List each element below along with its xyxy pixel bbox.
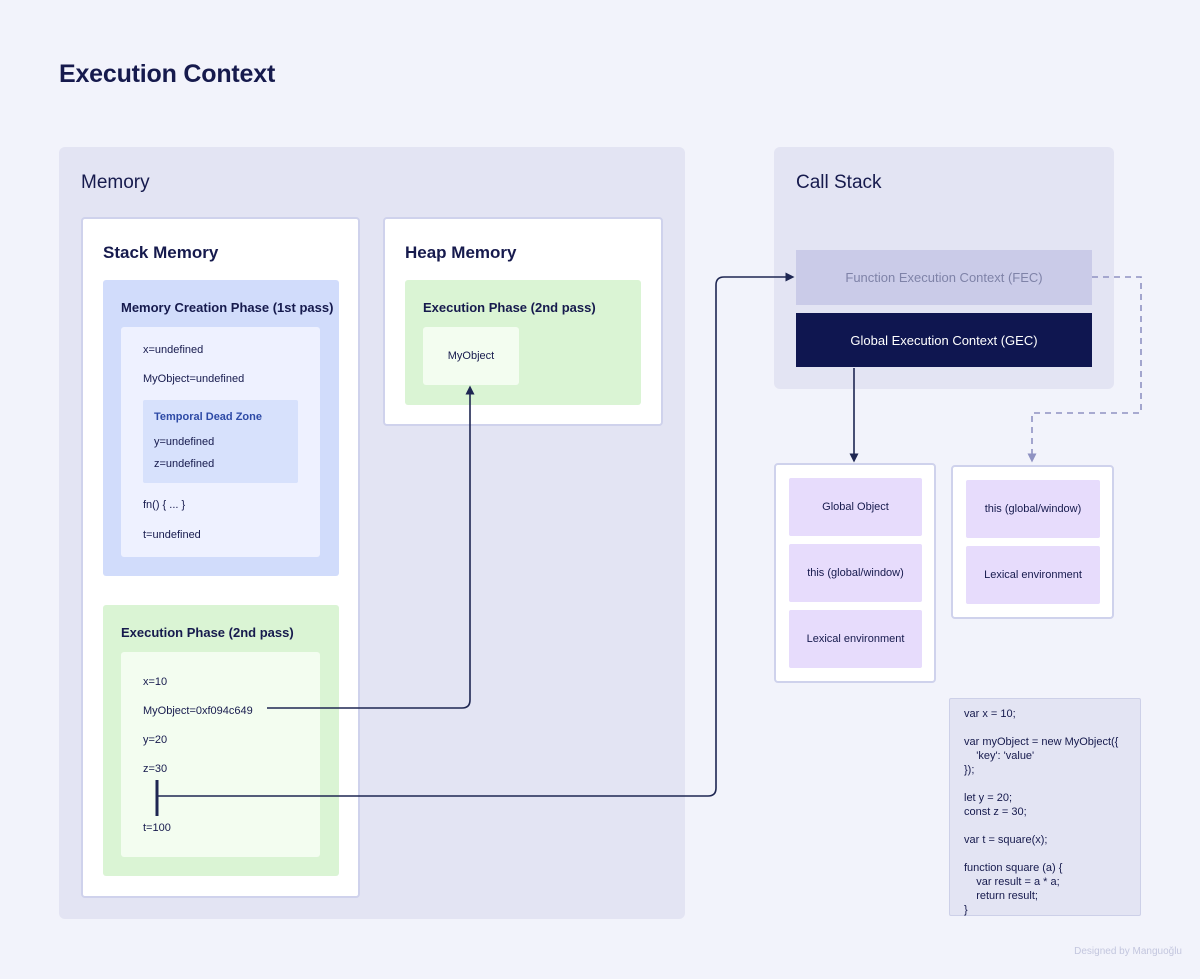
var-myobject-undefined: MyObject=undefined xyxy=(143,373,245,385)
stack-memory-title: Stack Memory xyxy=(103,243,219,262)
tdz-title: Temporal Dead Zone xyxy=(154,411,262,423)
code-line: var result = a * a; xyxy=(964,876,1060,888)
call-stack-title: Call Stack xyxy=(796,172,882,193)
gec-lexical-environment-item: Lexical environment xyxy=(789,610,922,668)
code-line: 'key': 'value' xyxy=(964,750,1035,762)
code-snippet: var x = 10; var myObject = new MyObject(… xyxy=(949,698,1141,916)
stack-memory-card: Stack Memory Memory Creation Phase (1st … xyxy=(81,217,360,898)
designer-credit: Designed by Manguoğlu xyxy=(1074,946,1182,957)
call-stack-panel: Call Stack Function Execution Context (F… xyxy=(774,147,1114,389)
var-myobject-reference: MyObject=0xf094c649 xyxy=(143,705,253,717)
fec-block: Function Execution Context (FEC) xyxy=(796,250,1092,305)
heap-execution-title: Execution Phase (2nd pass) xyxy=(423,300,596,315)
memory-creation-title: Memory Creation Phase (1st pass) xyxy=(121,300,334,315)
code-line: const z = 30; xyxy=(964,806,1027,818)
heap-execution-phase: Execution Phase (2nd pass) MyObject xyxy=(405,280,641,405)
code-line: let y = 20; xyxy=(964,792,1013,804)
temporal-dead-zone: Temporal Dead Zone y=undefined z=undefin… xyxy=(143,400,298,483)
gec-block: Global Execution Context (GEC) xyxy=(796,313,1092,367)
fec-this-item: this (global/window) xyxy=(966,480,1100,538)
fec-lexical-environment-item: Lexical environment xyxy=(966,546,1100,604)
memory-panel: Memory Stack Memory Memory Creation Phas… xyxy=(59,147,685,919)
var-y-undefined: y=undefined xyxy=(154,436,215,448)
memory-creation-list: x=undefined MyObject=undefined Temporal … xyxy=(121,327,320,557)
var-t-value: t=100 xyxy=(143,822,171,834)
global-object-item: Global Object xyxy=(789,478,922,536)
fec-environment-arrow xyxy=(1027,276,1142,463)
stack-execution-list: x=10 MyObject=0xf094c649 y=20 z=30 t=100 xyxy=(121,652,320,857)
var-y-value: y=20 xyxy=(143,734,168,746)
code-line: return result; xyxy=(964,890,1038,902)
function-call-arrow xyxy=(157,272,795,797)
fn-declaration: fn() { ... } xyxy=(143,499,186,511)
fec-environment-card: this (global/window) Lexical environment xyxy=(951,465,1114,619)
page-title: Execution Context xyxy=(59,60,276,88)
code-line: function square (a) { xyxy=(964,862,1063,874)
var-z-undefined: z=undefined xyxy=(154,458,215,470)
code-line: }); xyxy=(964,764,975,776)
var-x-undefined: x=undefined xyxy=(143,344,204,356)
gec-this-item: this (global/window) xyxy=(789,544,922,602)
var-x-value: x=10 xyxy=(143,676,168,688)
stack-execution-phase: Execution Phase (2nd pass) x=10 MyObject… xyxy=(103,605,339,876)
code-line: var t = square(x); xyxy=(964,834,1048,846)
code-line: var myObject = new MyObject({ xyxy=(964,736,1119,748)
gec-environment-card: Global Object this (global/window) Lexic… xyxy=(774,463,936,683)
heap-object-box: MyObject xyxy=(423,327,519,385)
heap-object-label: MyObject xyxy=(447,350,495,362)
var-t-undefined: t=undefined xyxy=(143,529,201,541)
code-line: } xyxy=(964,904,968,916)
stack-execution-title: Execution Phase (2nd pass) xyxy=(121,625,294,640)
var-z-value: z=30 xyxy=(143,763,168,775)
heap-memory-title: Heap Memory xyxy=(405,243,517,262)
memory-creation-phase: Memory Creation Phase (1st pass) x=undef… xyxy=(103,280,339,576)
memory-title: Memory xyxy=(81,172,150,193)
heap-memory-card: Heap Memory Execution Phase (2nd pass) M… xyxy=(383,217,663,426)
code-line: var x = 10; xyxy=(964,708,1016,720)
heap-reference-arrow xyxy=(267,385,475,709)
